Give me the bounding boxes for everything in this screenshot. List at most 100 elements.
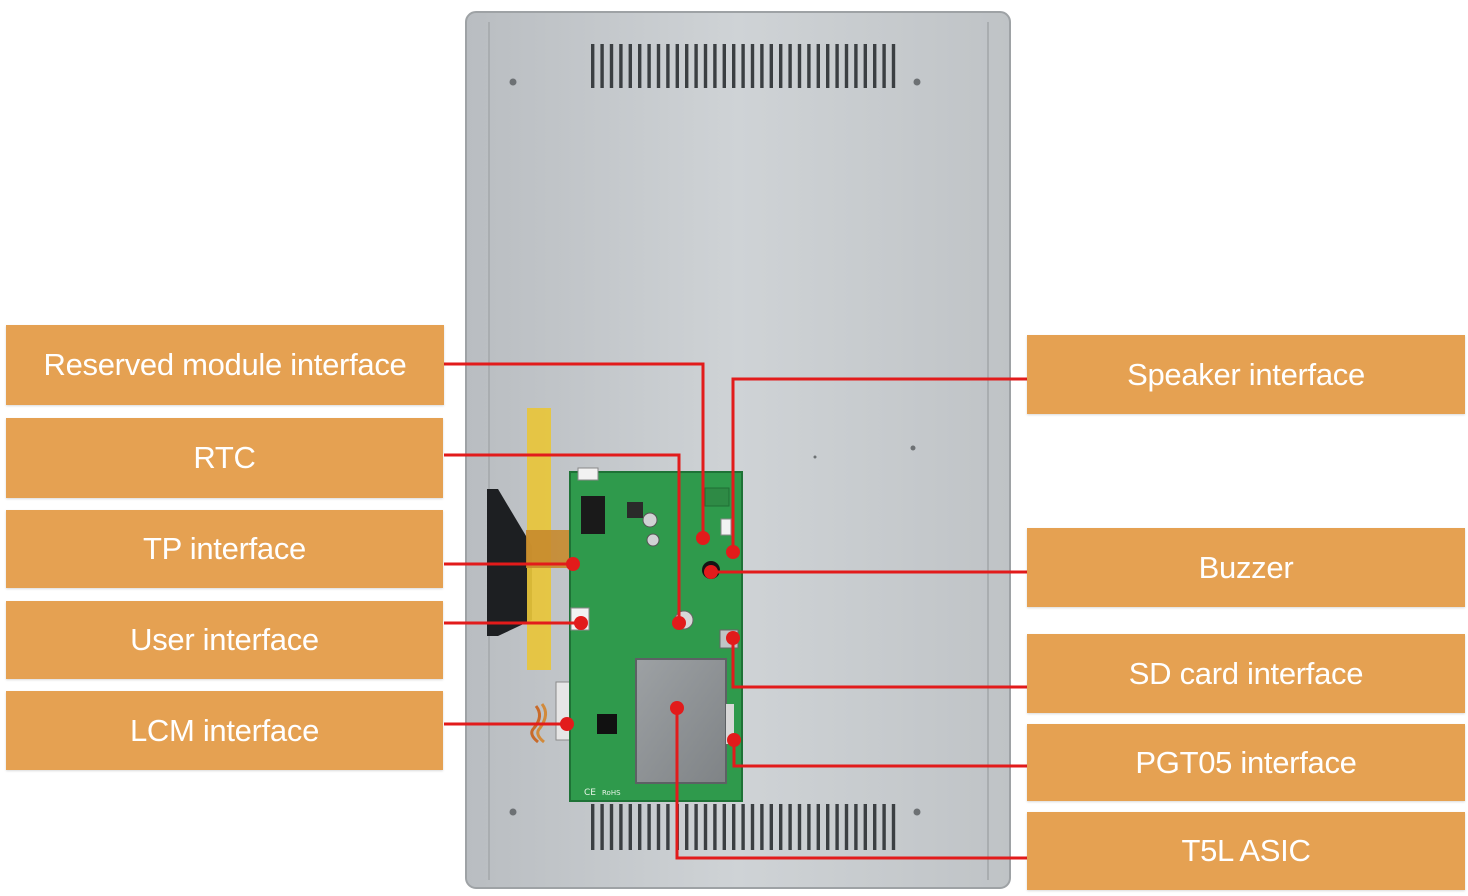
marker-dot-rtc <box>672 616 686 630</box>
vent-slot <box>713 804 717 850</box>
vent-slot <box>703 804 708 850</box>
marker-dot-lcm <box>560 717 574 731</box>
vent-slot <box>760 804 764 850</box>
vent-slot <box>863 44 867 88</box>
vent-slot <box>600 44 604 88</box>
vent-slot <box>741 44 745 88</box>
vent-slot <box>703 44 708 88</box>
vent-slot <box>854 804 858 850</box>
vent-slot <box>807 44 811 88</box>
vent-slot <box>760 44 764 88</box>
vent-slots-top <box>591 44 896 88</box>
vent-slot <box>609 804 614 850</box>
vent-slot <box>863 804 867 850</box>
marker-dot-user <box>574 616 588 630</box>
vent-slot <box>816 804 820 850</box>
marker-dot-pgt05 <box>727 733 741 747</box>
vent-slot <box>647 804 651 850</box>
vent-slot <box>656 44 661 88</box>
marker-dot-tp <box>566 557 580 571</box>
vent-slot <box>844 44 849 88</box>
vent-slot <box>873 44 877 88</box>
label-buzzer: Buzzer <box>1027 528 1465 607</box>
vent-slot <box>722 804 726 850</box>
marker-dot-reserved <box>696 531 710 545</box>
mounting-screws <box>509 78 921 816</box>
vent-slot <box>638 44 642 88</box>
vent-slot <box>844 804 849 850</box>
vent-slot <box>628 804 632 850</box>
vent-slot <box>741 804 745 850</box>
label-sd-card-interface: SD card interface <box>1027 634 1465 713</box>
vent-slot <box>694 44 698 88</box>
vent-slot <box>750 804 755 850</box>
vent-slot <box>826 804 830 850</box>
leader-line-rtc <box>444 453 681 623</box>
vent-slot <box>891 44 896 88</box>
vent-slot <box>807 804 811 850</box>
rohs-mark: RoHS <box>602 789 621 797</box>
vent-slot <box>656 804 661 850</box>
label-pgt05-interface: PGT05 interface <box>1027 724 1465 801</box>
ce-mark: CE <box>584 788 596 798</box>
vent-slot <box>779 44 783 88</box>
vent-slot <box>666 804 670 850</box>
marker-dot-speaker <box>726 545 740 559</box>
label-rtc: RTC <box>6 418 443 498</box>
vent-slot <box>891 804 896 850</box>
vent-slot <box>685 44 689 88</box>
leader-line-t5l <box>675 708 1027 860</box>
marker-dot-t5l <box>670 701 684 715</box>
vent-slot <box>619 44 623 88</box>
vent-slot <box>675 44 679 88</box>
vent-slot <box>647 44 651 88</box>
vent-slot <box>591 44 595 88</box>
vent-slot <box>882 44 886 88</box>
vent-slots-bottom <box>591 804 896 850</box>
vent-slot <box>732 44 736 88</box>
vent-slot <box>769 804 773 850</box>
vent-slot <box>722 44 726 88</box>
vent-slot <box>638 804 642 850</box>
label-tp-interface: TP interface <box>6 510 443 588</box>
vent-slot <box>797 804 802 850</box>
vent-slot <box>628 44 632 88</box>
leader-lines <box>444 362 1027 860</box>
vent-slot <box>685 804 689 850</box>
vent-slot <box>873 804 877 850</box>
vent-slot <box>694 804 698 850</box>
label-speaker-interface: Speaker interface <box>1027 335 1465 414</box>
vent-slot <box>797 44 802 88</box>
vent-slot <box>591 804 595 850</box>
marker-dot-sd <box>726 631 740 645</box>
vent-slot <box>882 804 886 850</box>
vent-slot <box>835 44 839 88</box>
marker-dot-buzzer <box>704 565 718 579</box>
vent-slot <box>750 44 755 88</box>
vent-slot <box>600 804 604 850</box>
leader-line-pgt05 <box>732 740 1027 768</box>
vent-slot <box>769 44 773 88</box>
label-user-interface: User interface <box>6 601 443 679</box>
vent-slot <box>732 804 736 850</box>
vent-slot <box>854 44 858 88</box>
vent-slot <box>713 44 717 88</box>
leader-line-reserved <box>444 362 705 538</box>
vent-slot <box>666 44 670 88</box>
label-t5l-asic: T5L ASIC <box>1027 812 1465 890</box>
vent-slot <box>816 44 820 88</box>
vent-slot <box>826 44 830 88</box>
leader-line-sd <box>731 638 1027 689</box>
control-board-pcb: CE RoHS <box>569 467 743 802</box>
vent-slot <box>788 44 792 88</box>
label-reserved-module-interface: Reserved module interface <box>6 325 444 405</box>
vent-slot <box>788 804 792 850</box>
leader-line-speaker <box>731 377 1027 552</box>
vent-slot <box>835 804 839 850</box>
marker-dots <box>560 531 741 747</box>
label-lcm-interface: LCM interface <box>6 691 443 770</box>
vent-slot <box>609 44 614 88</box>
vent-slot <box>779 804 783 850</box>
